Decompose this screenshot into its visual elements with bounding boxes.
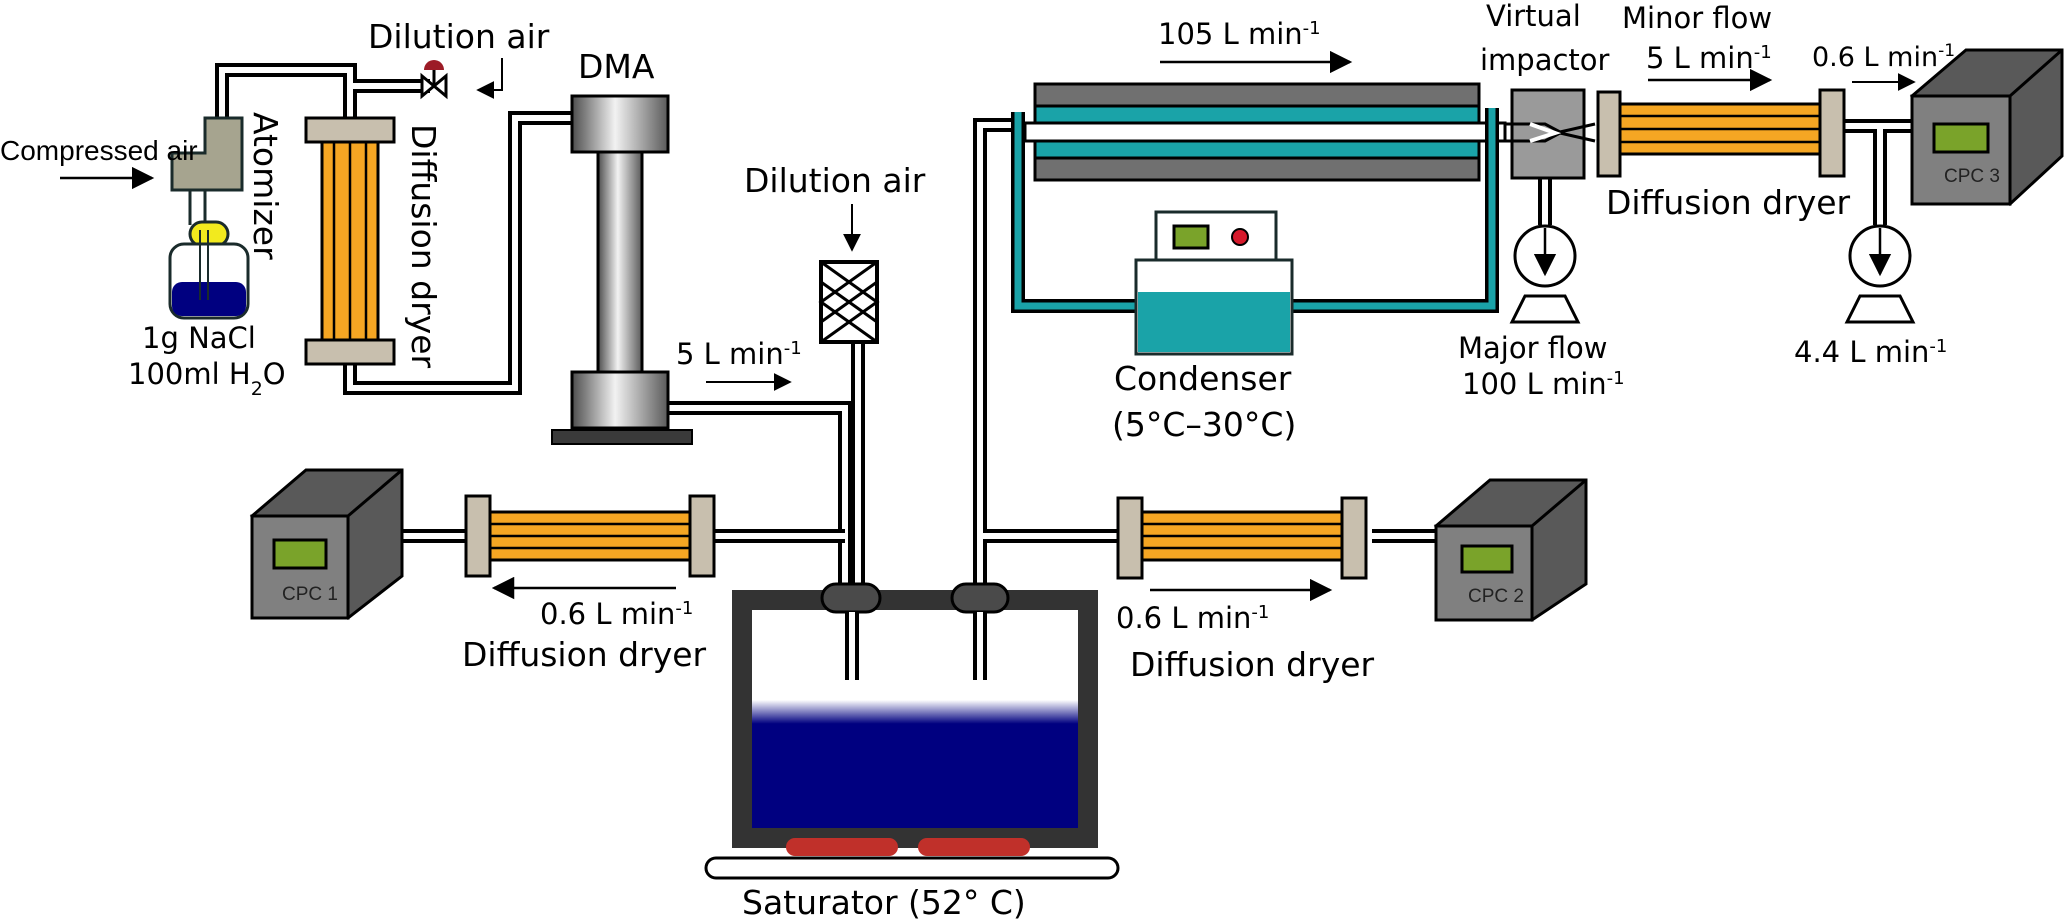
compressed-air-label: Compressed air <box>0 135 198 166</box>
cpc1 <box>249 468 404 621</box>
diffusion-dryer-top <box>1618 88 1846 178</box>
cpc3 <box>1909 48 2064 207</box>
diffusion-dryer-vertical-label: Diffusion dryer <box>404 124 443 369</box>
cpc1-label: CPC 1 <box>282 584 338 605</box>
dma-label: DMA <box>578 47 655 86</box>
dilution-air-top-label: Dilution air <box>368 17 550 56</box>
condenser-label: Condenser <box>1114 359 1292 398</box>
tubing <box>215 63 1912 680</box>
virtual-impactor <box>1505 88 1622 180</box>
diffusion-dryer-right-label: Diffusion dryer <box>1130 645 1375 684</box>
atomizer-label: Atomizer <box>246 112 285 260</box>
diffusion-dryer-left-label: Diffusion dryer <box>462 635 707 674</box>
flow-06-right-label: 0.6 L min-1 <box>1116 601 1269 635</box>
atomizer <box>168 116 250 320</box>
virtual-impactor-label-1: Virtual <box>1486 0 1581 33</box>
diffusion-dryer-top-label: Diffusion dryer <box>1606 183 1851 222</box>
flow-06-top-label: 0.6 L min-1 <box>1812 41 1955 73</box>
flow-105-label: 105 L min-1 <box>1158 17 1321 51</box>
arrow-icon <box>476 58 503 99</box>
flow-44-label: 4.4 L min-1 <box>1794 335 1947 369</box>
saturator-label: Saturator (52° C) <box>742 883 1026 921</box>
saturator <box>704 582 1120 880</box>
valve-icon <box>420 60 448 100</box>
cpc3-label: CPC 3 <box>1944 166 2000 187</box>
virtual-impactor-label-2: impactor <box>1480 43 1610 77</box>
flow-06-left-label: 0.6 L min-1 <box>540 597 693 631</box>
dilution-air-mid-label: Dilution air <box>744 161 926 200</box>
dma <box>551 94 693 445</box>
pump-icon <box>1844 224 1916 324</box>
diffusion-dryer-vertical <box>304 116 396 366</box>
diffusion-dryer-left <box>464 494 716 578</box>
flow-minor-5-label: 5 L min-1 <box>1646 41 1772 75</box>
major-flow-label: Major flow <box>1458 331 1607 365</box>
cpc2-label: CPC 2 <box>1468 586 1524 607</box>
flow-100-label: 100 L min-1 <box>1462 367 1625 401</box>
filter-icon <box>818 260 880 344</box>
flow-5-dma-label: 5 L min-1 <box>676 337 802 371</box>
nacl-label-1: 1g NaCl <box>142 321 256 355</box>
minor-flow-label: Minor flow <box>1622 1 1772 35</box>
diffusion-dryer-right <box>1116 496 1368 580</box>
nacl-label-2: 100ml H2O <box>128 357 286 400</box>
pump-icon <box>1509 224 1581 324</box>
condenser <box>1011 82 1507 356</box>
condenser-temp-label: (5°C–30°C) <box>1112 405 1296 444</box>
cpc2 <box>1433 478 1588 622</box>
